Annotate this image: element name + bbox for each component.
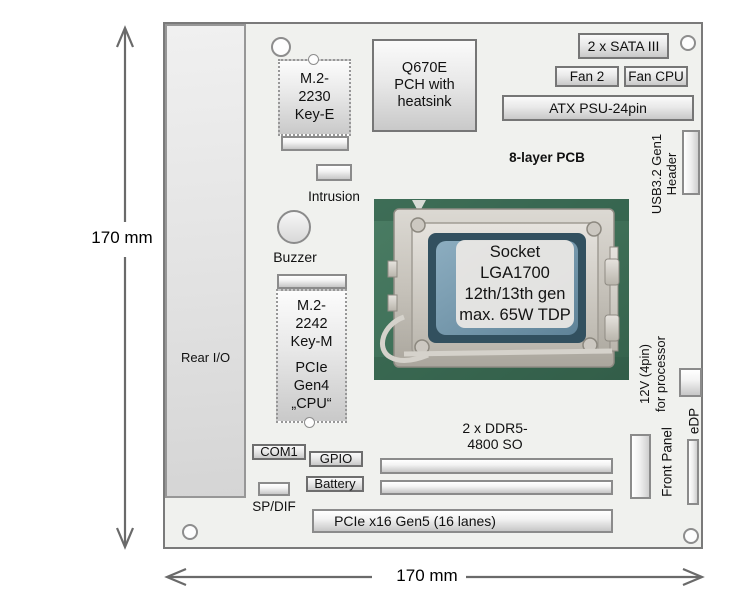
usb-header-label: USB3.2 Gen1 Header [649, 119, 679, 229]
ddr5-slot-2 [380, 480, 613, 495]
usb-header-line1: USB3.2 Gen1 [649, 133, 664, 215]
front-panel-label: Front Panel [659, 427, 675, 497]
intrusion-connector [316, 164, 352, 181]
board-outline: Rear I/O M.2- 2230 Key-E Intrusion Buzze… [163, 22, 703, 549]
arrowhead-left [164, 567, 187, 587]
socket-line1: Socket [489, 243, 541, 261]
com1-block: COM1 [252, 444, 306, 460]
m2-2230-line2: 2230 [298, 89, 331, 105]
pch-line3: heatsink [397, 94, 452, 110]
m2-2230-standoff [308, 54, 319, 65]
m2-2230-slot: M.2- 2230 Key-E [278, 59, 351, 136]
pch-line2: PCH with [394, 77, 455, 93]
mounting-hole-bottom-left [182, 524, 198, 540]
spdif-connector [258, 482, 290, 496]
socket-label: Socket LGA1700 12th/13th gen max. 65W TD… [456, 240, 574, 328]
ddr5-slot-1 [380, 458, 613, 474]
m2-2242-line4: PCIe [295, 360, 328, 376]
battery-block: Battery [306, 476, 364, 492]
socket-load-lever [380, 314, 613, 363]
m2-2242-screw-hole [304, 417, 315, 428]
rear-io-block: Rear I/O [165, 24, 246, 498]
socket-line2: LGA1700 [480, 264, 550, 282]
arrowhead-up [115, 25, 135, 48]
m2-2242-line3: Key-M [290, 334, 333, 350]
mounting-hole-bottom-right [683, 528, 699, 544]
gpio-block: GPIO [309, 451, 363, 467]
buzzer-circle [277, 210, 311, 244]
cpu-power-line1: 12V (4pin) [637, 344, 652, 404]
ddr5-label: 2 x DDR5- 4800 SO [415, 420, 575, 452]
edp-connector [687, 439, 699, 505]
m2-2230-connector [281, 136, 349, 151]
pcb-layers-note: 8-layer PCB [509, 150, 585, 165]
fan2-block: Fan 2 [555, 66, 619, 87]
pch-line1: Q670E [401, 60, 448, 76]
ddr5-line2: 4800 SO [467, 436, 523, 452]
cpu-power-label: 12V (4pin) for processor [637, 326, 669, 422]
socket-line3: 12th/13th gen [464, 285, 566, 303]
cpu-socket-photo: Socket LGA1700 12th/13th gen max. 65W TD… [374, 199, 629, 380]
pch-block: Q670E PCH with heatsink [372, 39, 477, 132]
m2-2230-line1: M.2- [300, 71, 329, 87]
arrowhead-right [682, 567, 705, 587]
mounting-hole-top-left [271, 37, 291, 57]
sata-block: 2 x SATA III [578, 33, 669, 59]
cpu-power-line2: for processor [653, 336, 668, 412]
front-panel-connector [630, 434, 651, 499]
pcie-label: PCIe x16 Gen5 (16 lanes) [334, 513, 496, 529]
pcie-slot: PCIe x16 Gen5 (16 lanes) [312, 509, 613, 533]
spdif-label: SP/DIF [252, 499, 296, 514]
m2-2242-line6: „CPU“ [291, 396, 332, 412]
m2-2242-line1: M.2- [297, 298, 326, 314]
m2-2230-line3: Key-E [294, 107, 335, 123]
socket-screws [410, 217, 602, 355]
usb-header-connector [682, 130, 700, 195]
intrusion-label: Intrusion [308, 189, 360, 204]
buzzer-label: Buzzer [273, 249, 317, 265]
edp-label: eDP [686, 407, 702, 435]
ddr5-line1: 2 x DDR5- [462, 420, 528, 436]
m2-2242-connector [277, 274, 347, 289]
socket-line4: max. 65W TDP [459, 306, 571, 324]
width-dimension-label: 170 mm [396, 566, 458, 585]
rear-io-label: Rear I/O [180, 350, 231, 365]
cpu-power-connector [679, 368, 702, 397]
atx-psu-block: ATX PSU-24pin [502, 95, 694, 121]
arrowhead-down [115, 527, 135, 550]
m2-2242-slot: M.2- 2242 Key-M PCIe Gen4 „CPU“ [276, 289, 347, 423]
usb-header-line2: Header [664, 152, 679, 196]
m2-2242-line5: Gen4 [293, 378, 330, 394]
height-dimension-label: 170 mm [91, 228, 153, 247]
fan-cpu-block: Fan CPU [624, 66, 688, 87]
mounting-hole-top-right [680, 35, 696, 51]
m2-2242-line2: 2242 [295, 316, 328, 332]
